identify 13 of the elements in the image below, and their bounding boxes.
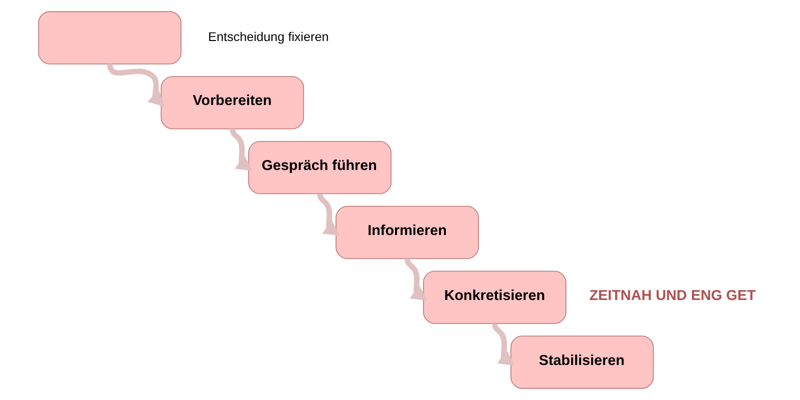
node-box: Gespräch führen [248,140,391,194]
node-box: Stabilisieren [510,336,654,389]
label: ZEITNAH UND ENG GET [588,288,756,304]
arrow [106,64,164,107]
arrow [404,258,427,301]
node-box [38,11,181,64]
label: Entscheidung fixieren [208,30,328,44]
node-box: Vorbereiten [160,76,304,130]
arrow [229,128,252,171]
node-box: Informieren [335,206,478,260]
arrow [316,194,340,236]
arrow [492,323,514,366]
node-box: Konkretisieren [422,270,566,324]
